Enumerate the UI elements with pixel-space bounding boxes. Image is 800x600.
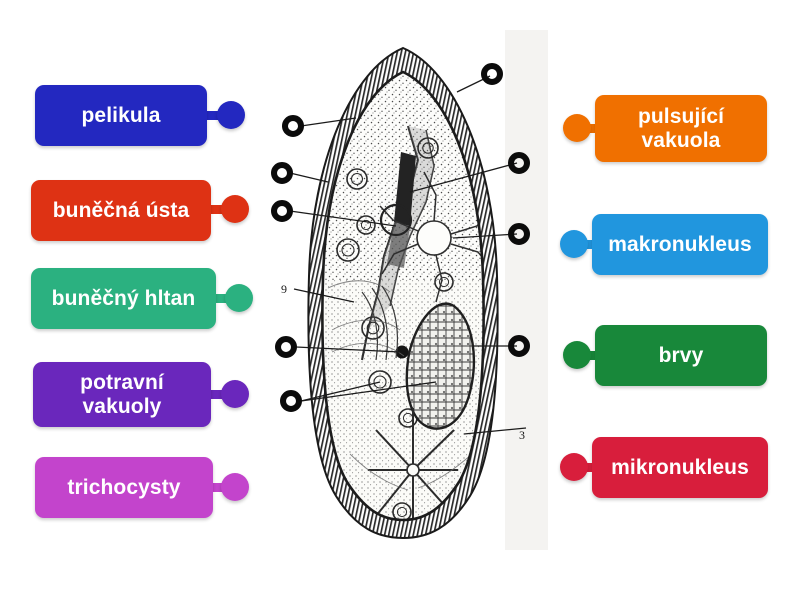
- drop-target-7[interactable]: [275, 336, 297, 358]
- drop-target-1[interactable]: [481, 63, 503, 85]
- label-card-trichocysty[interactable]: trichocysty: [35, 457, 213, 518]
- connector-bunecna-usta: [199, 195, 251, 223]
- label-card-text: mikronukleus: [611, 455, 749, 479]
- connector-knob[interactable]: [217, 101, 245, 129]
- diagram-callout-3: 3: [519, 428, 525, 442]
- drop-target-3[interactable]: [271, 162, 293, 184]
- drop-target-6[interactable]: [508, 223, 530, 245]
- label-card-potravni-vakuoly[interactable]: potravní vakuoly: [33, 362, 211, 427]
- connector-pelikula: [195, 101, 247, 129]
- label-card-text: trichocysty: [67, 475, 181, 499]
- connector-knob[interactable]: [225, 284, 253, 312]
- paramecium-illustration: [289, 30, 548, 550]
- drop-target-8[interactable]: [508, 335, 530, 357]
- connector-bunecny-hltan: [203, 284, 255, 312]
- label-card-text: potravní vakuoly: [80, 370, 164, 418]
- drop-target-5[interactable]: [271, 200, 293, 222]
- connector-stub: [199, 204, 225, 214]
- label-card-pelikula[interactable]: pelikula: [35, 85, 207, 146]
- connector-knob[interactable]: [560, 230, 588, 258]
- connector-stub: [203, 293, 229, 303]
- label-card-text: pelikula: [81, 103, 161, 127]
- drop-target-2[interactable]: [282, 115, 304, 137]
- connector-knob[interactable]: [221, 473, 249, 501]
- drop-target-4[interactable]: [508, 152, 530, 174]
- connector-knob[interactable]: [221, 380, 249, 408]
- connector-stub: [199, 389, 225, 399]
- label-card-makronukleus[interactable]: makronukleus: [592, 214, 768, 275]
- connector-stub: [195, 110, 221, 120]
- connector-knob[interactable]: [221, 195, 249, 223]
- drop-target-9[interactable]: [280, 390, 302, 412]
- label-card-text: buněčná ústa: [52, 198, 190, 222]
- diagram-callout-9: 9: [281, 282, 287, 296]
- label-card-brvy[interactable]: brvy: [595, 325, 767, 386]
- label-card-text: makronukleus: [608, 232, 752, 256]
- label-card-text: brvy: [658, 343, 704, 367]
- label-card-pulsujici-vakuola[interactable]: pulsující vakuola: [595, 95, 767, 162]
- label-card-text: pulsující vakuola: [637, 104, 725, 152]
- connector-knob[interactable]: [560, 453, 588, 481]
- connector-knob[interactable]: [563, 114, 591, 142]
- label-card-bunecny-hltan[interactable]: buněčný hltan: [31, 268, 216, 329]
- label-card-mikronukleus[interactable]: mikronukleus: [592, 437, 768, 498]
- connector-knob[interactable]: [563, 341, 591, 369]
- paramecium-diagram: 9 3: [258, 30, 548, 550]
- connector-potravni-vakuoly: [199, 380, 251, 408]
- label-card-bunecna-usta[interactable]: buněčná ústa: [31, 180, 211, 241]
- label-card-text: buněčný hltan: [51, 286, 196, 310]
